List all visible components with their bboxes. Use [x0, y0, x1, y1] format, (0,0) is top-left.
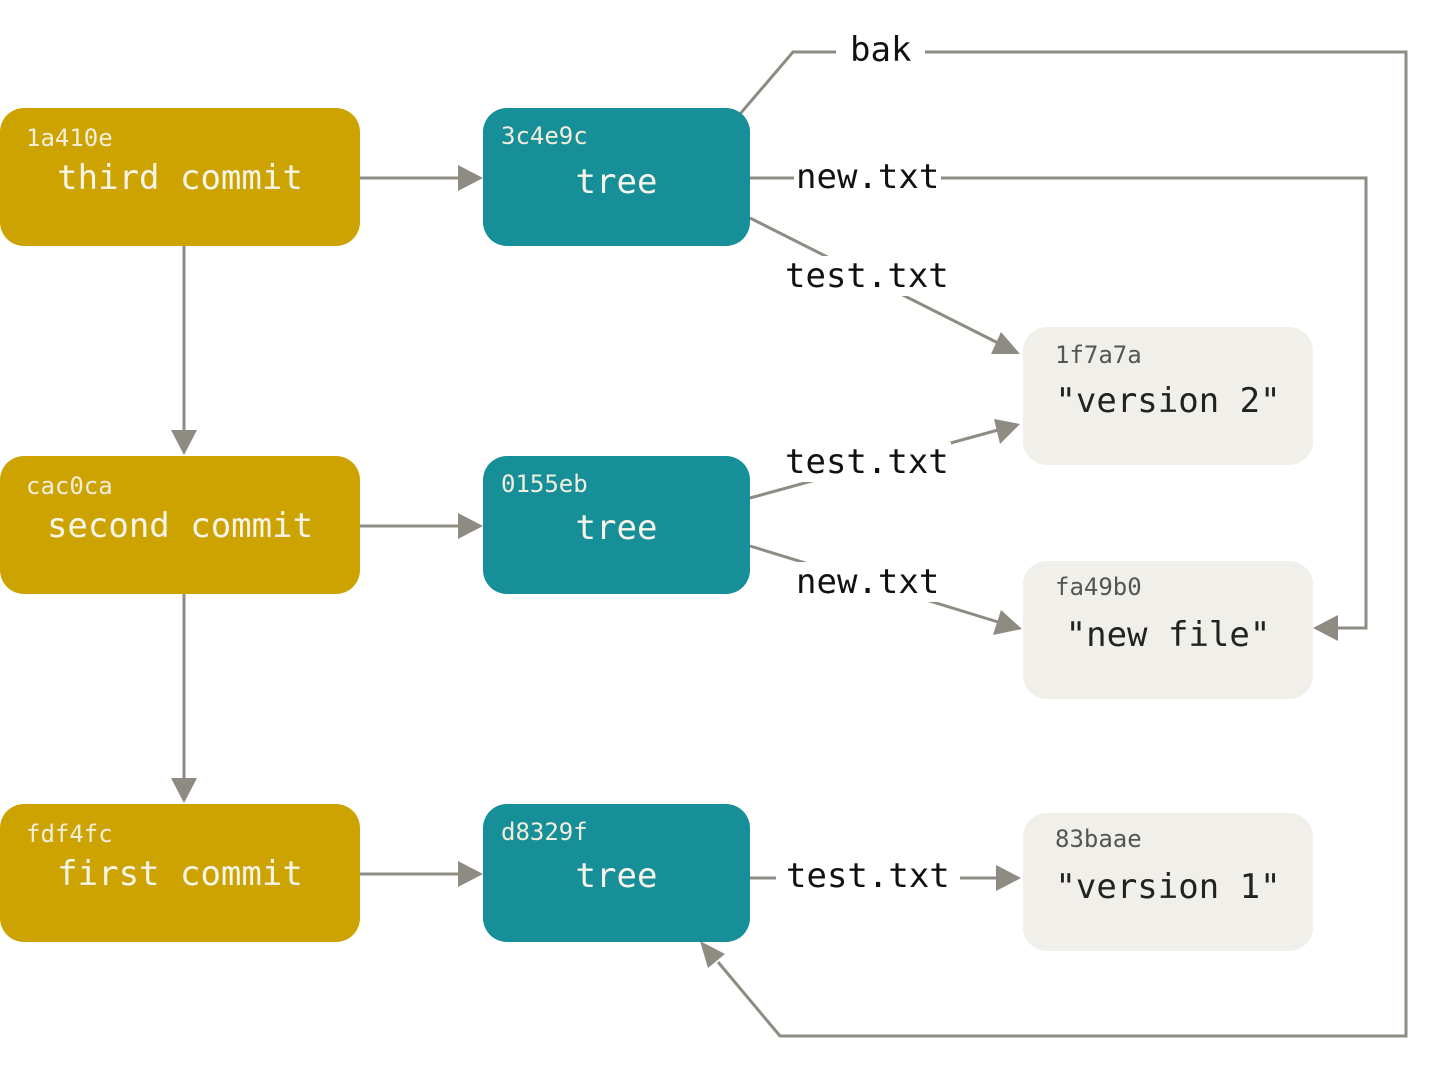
edge-tree3-new: [750, 176, 1368, 630]
edge-bak: [716, 50, 1408, 1038]
blob-content: "new file": [1065, 615, 1271, 655]
commit-message: second commit: [46, 506, 314, 546]
tree-label: tree: [575, 856, 658, 896]
arrowhead: [1313, 615, 1338, 641]
edge-label-test-txt: test.txt: [776, 856, 960, 896]
commit-message: third commit: [57, 158, 303, 198]
arrowhead: [458, 165, 483, 191]
blob-node[interactable]: 1f7a7a "version 2": [1023, 327, 1313, 465]
tree-node[interactable]: 0155eb tree: [483, 456, 750, 594]
edge-label-test-txt: test.txt: [783, 256, 951, 296]
commit-node[interactable]: cac0ca second commit: [0, 456, 360, 594]
tree-hash: 0155eb: [501, 470, 588, 498]
arrowhead: [458, 513, 483, 539]
tree-hash: 3c4e9c: [501, 122, 588, 150]
tree-label: tree: [575, 162, 658, 202]
blob-node[interactable]: 83baae "version 1": [1023, 813, 1313, 951]
commit-hash: cac0ca: [26, 472, 113, 500]
tree-hash: d8329f: [501, 818, 588, 846]
edge-label-bak: bak: [836, 30, 926, 70]
tree-label: tree: [575, 508, 658, 548]
edge-label-test-txt: test.txt: [783, 442, 951, 482]
arrowhead: [458, 861, 483, 887]
tree-node[interactable]: 3c4e9c tree: [483, 108, 750, 246]
commit-message: first commit: [57, 854, 303, 894]
arrowhead: [171, 430, 197, 455]
arrowhead: [700, 941, 725, 968]
blob-content: "version 1": [1055, 867, 1281, 907]
commit-hash: fdf4fc: [26, 820, 113, 848]
blob-hash: fa49b0: [1055, 573, 1142, 601]
edge-label-new-txt: new.txt: [794, 157, 942, 197]
arrowhead: [996, 865, 1021, 891]
blob-hash: 1f7a7a: [1055, 341, 1142, 369]
blob-content: "version 2": [1055, 381, 1281, 421]
commit-hash: 1a410e: [26, 124, 113, 152]
commit-node[interactable]: fdf4fc first commit: [0, 804, 360, 942]
commit-node[interactable]: 1a410e third commit: [0, 108, 360, 246]
blob-hash: 83baae: [1055, 825, 1142, 853]
arrowhead: [993, 610, 1022, 635]
blob-node[interactable]: fa49b0 "new file": [1023, 561, 1313, 699]
edge-label-new-txt: new.txt: [794, 562, 942, 602]
arrowhead: [994, 419, 1020, 444]
arrowhead: [991, 332, 1020, 354]
arrowhead: [171, 778, 197, 803]
tree-node[interactable]: d8329f tree: [483, 804, 750, 942]
